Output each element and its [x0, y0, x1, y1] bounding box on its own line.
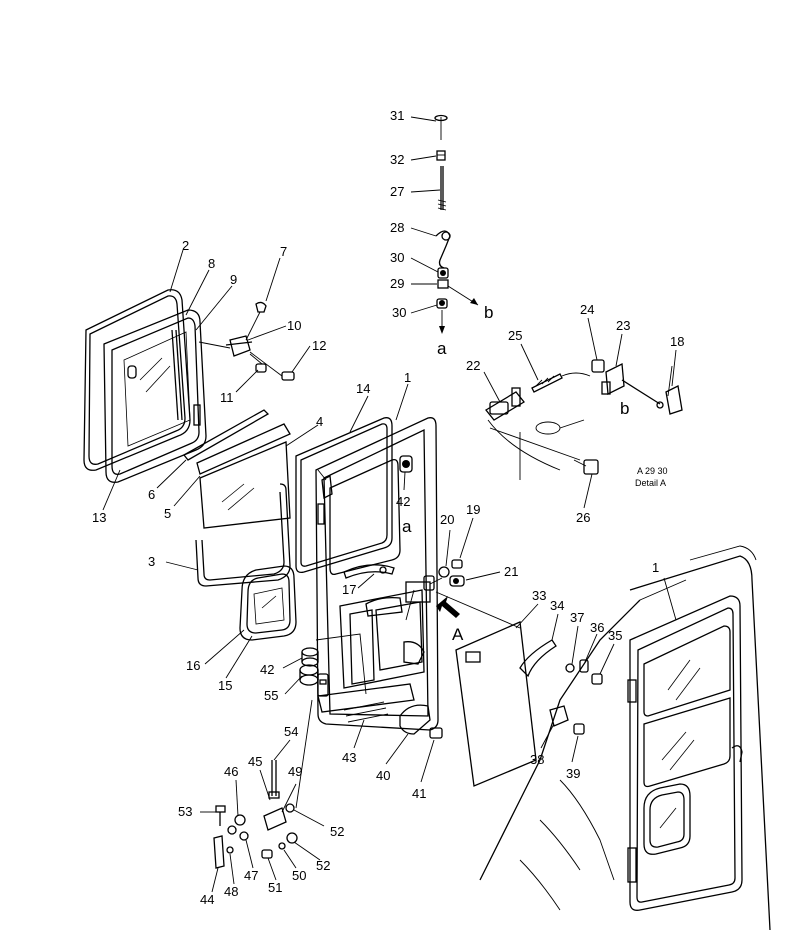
detail-a-arrow	[436, 596, 460, 618]
label-43: 43	[342, 750, 356, 765]
letter-b-right: b	[620, 399, 629, 418]
label-24: 24	[580, 302, 594, 317]
label-20: 20	[440, 512, 454, 527]
label-6: 6	[148, 487, 155, 502]
cab-view	[479, 545, 771, 931]
label-12: 12	[312, 338, 326, 353]
label-15: 15	[218, 678, 232, 693]
label-29: 29	[390, 276, 404, 291]
label-4: 4	[316, 414, 323, 429]
label-48: 48	[224, 884, 238, 899]
label-30b: 30	[392, 305, 406, 320]
rod-assembly	[410, 114, 479, 334]
detail-caption-line2: Detail A	[635, 478, 666, 488]
reference-letters: a b b a A	[402, 303, 629, 644]
label-53: 53	[178, 804, 192, 819]
label-51: 51	[268, 880, 282, 895]
letter-b-top: b	[484, 303, 493, 322]
label-8: 8	[208, 256, 215, 271]
sliding-window-assembly	[83, 289, 231, 483]
label-49: 49	[288, 764, 302, 779]
label-11: 11	[220, 390, 234, 405]
label-9: 9	[230, 272, 237, 287]
label-28: 28	[390, 220, 404, 235]
label-19: 19	[466, 502, 480, 517]
label-55: 55	[264, 688, 278, 703]
label-16: 16	[186, 658, 200, 673]
label-47: 47	[244, 868, 258, 883]
detail-a-assembly	[483, 317, 683, 509]
label-36: 36	[590, 620, 604, 635]
part-labels: 31 32 27 28 30 29 30 2 8 9 7 10 12 11 13…	[92, 108, 684, 907]
door-frame	[295, 383, 521, 731]
label-42a: 42	[396, 494, 410, 509]
label-42b: 42	[260, 662, 274, 677]
label-1b: 1	[652, 560, 659, 575]
label-35: 35	[608, 628, 622, 643]
label-50: 50	[292, 868, 306, 883]
label-30a: 30	[390, 250, 404, 265]
label-2: 2	[182, 238, 189, 253]
label-46: 46	[224, 764, 238, 779]
letter-a-door: a	[402, 517, 412, 536]
lower-hinge-parts	[200, 699, 325, 893]
label-1a: 1	[404, 370, 411, 385]
label-14: 14	[356, 381, 370, 396]
glass-and-seals	[156, 409, 319, 679]
label-3: 3	[148, 554, 155, 569]
hinge-assembly	[102, 249, 311, 511]
label-52a: 52	[330, 824, 344, 839]
label-32: 32	[390, 152, 404, 167]
label-34: 34	[550, 598, 564, 613]
label-40: 40	[376, 768, 390, 783]
label-22: 22	[466, 358, 480, 373]
label-38: 38	[530, 752, 544, 767]
label-33: 33	[532, 588, 546, 603]
label-41: 41	[412, 786, 426, 801]
label-45: 45	[248, 754, 262, 769]
label-26: 26	[576, 510, 590, 525]
label-52b: 52	[316, 858, 330, 873]
label-17: 17	[342, 582, 356, 597]
label-37: 37	[570, 610, 584, 625]
label-44: 44	[200, 892, 214, 907]
detail-caption-line1: A 29 30	[637, 466, 668, 476]
label-25: 25	[508, 328, 522, 343]
label-39: 39	[566, 766, 580, 781]
label-13: 13	[92, 510, 106, 525]
letter-A-view: A	[452, 625, 464, 644]
label-27: 27	[390, 184, 404, 199]
label-21: 21	[504, 564, 518, 579]
label-18: 18	[670, 334, 684, 349]
stopper-parts	[282, 647, 319, 695]
detail-caption: A 29 30 Detail A	[635, 466, 668, 488]
letter-a-top: a	[437, 339, 447, 358]
label-54: 54	[284, 724, 298, 739]
label-23: 23	[616, 318, 630, 333]
inner-panel	[343, 603, 615, 787]
label-10: 10	[287, 318, 301, 333]
label-7: 7	[280, 244, 287, 259]
label-5: 5	[164, 506, 171, 521]
label-31: 31	[390, 108, 404, 123]
lock-parts	[357, 517, 501, 589]
